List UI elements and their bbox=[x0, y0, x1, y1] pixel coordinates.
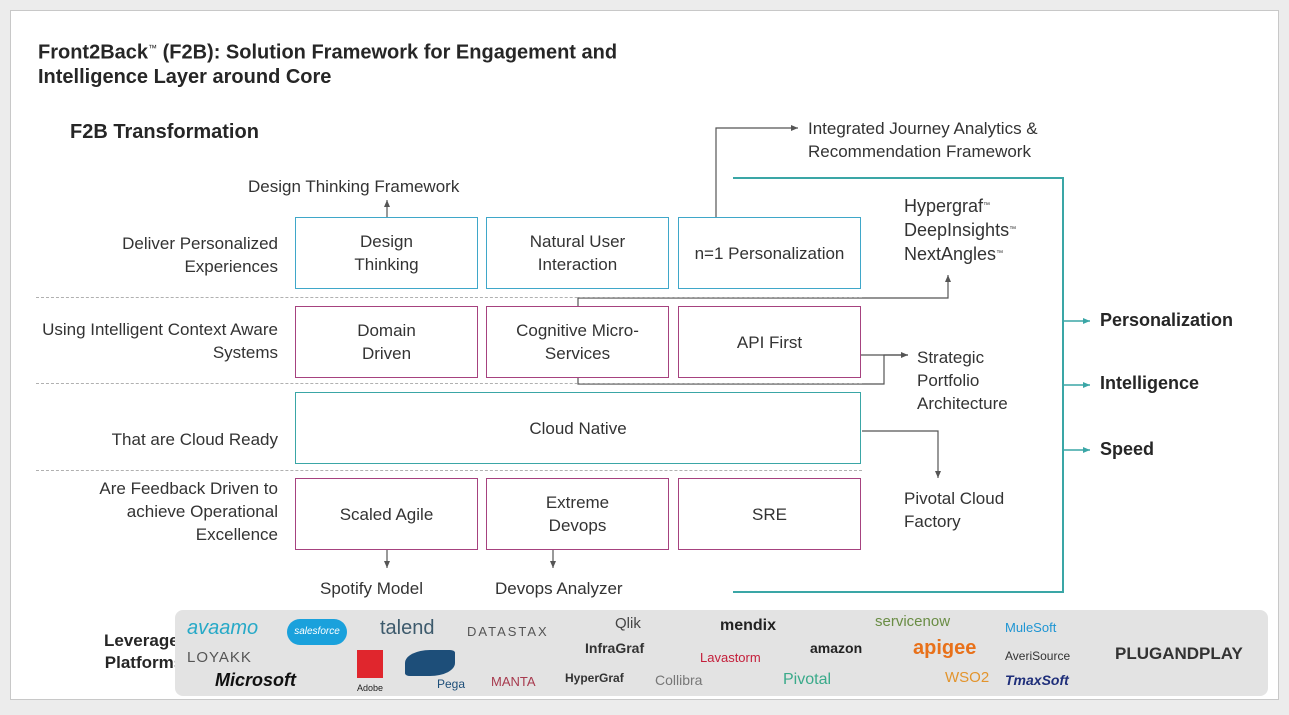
logo-tmaxsoft: TmaxSoft bbox=[1005, 672, 1069, 688]
outcome-speed: Speed bbox=[1100, 439, 1155, 459]
outcome-intelligence: Intelligence bbox=[1100, 373, 1200, 393]
row-label-feedback: Are Feedback Driven to achieve Operation… bbox=[99, 479, 278, 544]
box-scaled-agile: Scaled Agile bbox=[295, 478, 478, 550]
pega-icon bbox=[405, 650, 455, 676]
box-sre: SRE bbox=[678, 478, 861, 550]
logo-lavastorm: Lavastorm bbox=[700, 650, 761, 665]
logo-avaamo: avaamo bbox=[187, 617, 259, 639]
logo-plugandplay: PLUGANDPLAY bbox=[1115, 644, 1243, 663]
devops-analyzer-label: Devops Analyzer bbox=[495, 579, 623, 598]
pivotal-cloud-factory-label: Pivotal Cloud Factory bbox=[904, 489, 1005, 531]
spotify-model-label: Spotify Model bbox=[320, 579, 423, 598]
box-natural-user-interaction: Natural User Interaction bbox=[486, 217, 669, 289]
box-design-thinking: Design Thinking bbox=[295, 217, 478, 289]
box-domain-driven: Domain Driven bbox=[295, 306, 478, 378]
logo-adobe-text: Adobe bbox=[357, 683, 384, 693]
logo-amazon: amazon bbox=[810, 640, 863, 656]
logo-manta: MANTA bbox=[491, 674, 536, 689]
platform-logo-strip: avaamo salesforce talend DATASTAX Qlik m… bbox=[175, 610, 1268, 696]
box-api-first: API First bbox=[678, 306, 861, 378]
logo-pega: Pega bbox=[437, 677, 466, 691]
journey-analytics-label: Integrated Journey Analytics & Recommend… bbox=[808, 119, 1038, 161]
strategic-portfolio-label: Strategic Portfolio Architecture bbox=[917, 348, 1008, 413]
slide-title: Front2Back™ (F2B): Solution Framework fo… bbox=[38, 41, 618, 88]
outcome-personalization: Personalization bbox=[1100, 310, 1234, 330]
logo-wso2: WSO2 bbox=[945, 669, 990, 686]
box-cloud-native: Cloud Native bbox=[295, 392, 861, 464]
row-separator bbox=[36, 297, 862, 298]
logo-datastax: DATASTAX bbox=[467, 624, 549, 639]
logo-loyakk: LOYAKK bbox=[187, 649, 252, 666]
logo-hypergraf: HyperGraf bbox=[565, 671, 624, 685]
logo-microsoft: Microsoft bbox=[215, 670, 296, 690]
logo-qlik: Qlik bbox=[615, 615, 641, 632]
logo-pivotal: Pivotal bbox=[783, 671, 832, 688]
row-separator bbox=[36, 470, 862, 471]
box-cognitive-micro-services: Cognitive Micro-Services bbox=[486, 306, 669, 378]
box-n1-personalization: n=1 Personalization bbox=[678, 217, 861, 289]
design-thinking-framework-label: Design Thinking Framework bbox=[248, 177, 460, 196]
logo-servicenow: servicenow bbox=[875, 613, 951, 630]
logo-averisource: AveriSource bbox=[1005, 649, 1071, 663]
section-subtitle: F2B Transformation bbox=[70, 121, 259, 143]
logo-talend: talend bbox=[380, 617, 435, 639]
leveraged-platforms-label: Leveraged Platforms bbox=[104, 631, 190, 672]
logo-mulesoft: MuleSoft bbox=[1005, 620, 1057, 635]
logo-salesforce: salesforce bbox=[287, 619, 347, 645]
logo-infragraf: InfraGraf bbox=[585, 640, 645, 656]
logo-apigee: apigee bbox=[913, 637, 977, 659]
logo-mendix: mendix bbox=[720, 617, 777, 634]
row-label-intelligent: Using Intelligent Context Aware Systems bbox=[42, 320, 278, 362]
logo-adobe bbox=[357, 650, 383, 678]
logo-collibra: Collibra bbox=[655, 672, 703, 688]
hypergraf-products: Hypergraf™ DeepInsights™ NextAngles™ bbox=[904, 196, 1017, 264]
row-label-personalized: Deliver Personalized Experiences bbox=[122, 234, 278, 276]
row-label-cloud-ready: That are Cloud Ready bbox=[111, 430, 278, 449]
row-separator bbox=[36, 383, 862, 384]
box-extreme-devops: Extreme Devops bbox=[486, 478, 669, 550]
